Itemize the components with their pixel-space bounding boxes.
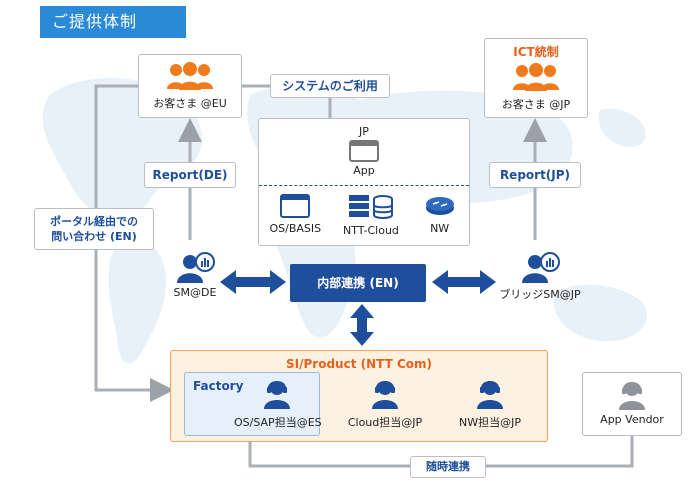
platform-divider <box>259 185 469 186</box>
factory-box: Factory <box>184 372 320 436</box>
app-vendor-label: App Vendor <box>600 413 664 426</box>
platform-item-os: OS/BASIS <box>263 194 327 237</box>
headset-operator-icon <box>583 379 681 411</box>
router-icon <box>415 194 465 218</box>
si-product-title: SI/Product (NTT Com) <box>286 357 432 371</box>
bridge-sm-jp-node: ブリッジSM@JP <box>496 252 584 304</box>
portal-inquiry-label: ポータル経由での 問い合わせ (EN) <box>34 208 154 250</box>
people-group-icon <box>139 61 241 91</box>
headset-operator-icon <box>234 378 320 410</box>
report-de-label: Report(DE) <box>144 162 236 188</box>
report-jp-label: Report(JP) <box>489 162 581 188</box>
app-window-icon <box>259 140 469 162</box>
sm-de-node: SM@DE <box>160 252 230 304</box>
app-label: App <box>353 164 375 177</box>
sm-de-label: SM@DE <box>173 286 217 299</box>
internal-link-box: 内部連携 (EN) <box>290 264 426 302</box>
headset-operator-icon <box>448 378 532 410</box>
manager-chart-icon <box>160 252 230 284</box>
platform-items-row: OS/BASIS NTT-Cloud <box>259 194 469 237</box>
headset-operator-icon <box>340 378 430 410</box>
app-vendor-box: App Vendor <box>582 372 682 436</box>
arrow-smde-internal <box>220 270 286 294</box>
jp-platform-box: JP App OS/BASIS <box>258 118 470 246</box>
staff-label: Cloud担当@JP <box>347 416 423 429</box>
jp-label: JP <box>359 125 369 138</box>
customer-eu-box: お客さま @EU <box>138 54 242 118</box>
bridge-sm-jp-label: ブリッジSM@JP <box>499 288 581 301</box>
staff-label: NW担当@JP <box>459 416 521 429</box>
os-window-icon <box>263 194 327 218</box>
manager-chart-icon <box>496 252 584 284</box>
platform-item-label: NW <box>430 222 450 235</box>
factory-title: Factory <box>193 379 244 393</box>
platform-item-label: OS/BASIS <box>269 222 322 235</box>
customer-jp-label: お客さま @JP <box>501 98 571 111</box>
ict-governance-label: ICT統制 <box>513 45 559 59</box>
platform-item-cloud: NTT-Cloud <box>336 194 406 237</box>
customer-eu-label: お客さま @EU <box>153 97 227 110</box>
platform-item-label: NTT-Cloud <box>343 224 399 237</box>
staff-os-sap: OS/SAP担当@ES <box>204 378 322 434</box>
arrow-internal-si <box>350 304 374 346</box>
arrow-internal-bridge <box>432 270 496 294</box>
staff-label: OS/SAP担当@ES <box>234 416 322 429</box>
server-database-icon <box>336 194 406 220</box>
people-group-icon <box>485 62 587 92</box>
system-use-label: システムのご利用 <box>270 74 390 98</box>
platform-item-nw: NW <box>415 194 465 237</box>
staff-nw: NW担当@JP <box>448 378 532 434</box>
adhoc-link-label: 随時連携 <box>410 456 486 478</box>
customer-jp-box: ICT統制 お客さま @JP <box>484 38 588 118</box>
staff-cloud: Cloud担当@JP <box>340 378 430 434</box>
page-title: ご提供体制 <box>40 6 186 38</box>
